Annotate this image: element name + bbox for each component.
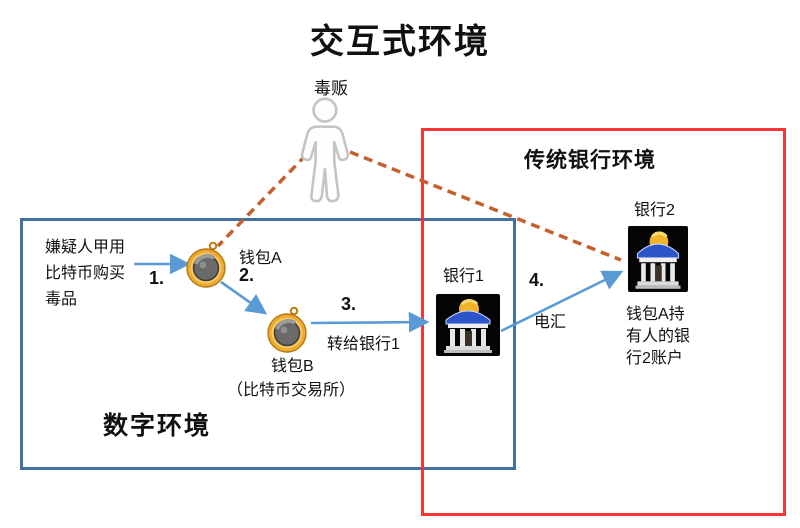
- bank1-icon: [436, 294, 500, 356]
- step-3-number: 3.: [341, 294, 357, 314]
- wallet-a-coin-icon: [185, 241, 229, 289]
- bank2-icon: [628, 226, 688, 292]
- banking-environment-label: 传统银行环境: [524, 149, 656, 172]
- page-title: 交互式环境: [310, 23, 490, 61]
- wire-transfer-label: 电汇: [534, 314, 567, 331]
- step-1-number: 1.: [149, 268, 165, 288]
- digital-environment-label: 数字环境: [103, 412, 212, 440]
- person-icon: [296, 96, 358, 206]
- dealer-label: 毒贩: [314, 79, 348, 98]
- wallet-b-coin-icon: [266, 306, 310, 354]
- bank2-label: 银行2: [634, 202, 675, 219]
- step-4-number: 4.: [529, 270, 545, 290]
- wallet-b-label: 钱包B: [271, 358, 314, 375]
- wallet-a-label: 钱包A: [239, 250, 282, 267]
- suspect-description: 嫌疑人甲用 比特币购买 毒品: [45, 239, 126, 308]
- step-2-number: 2.: [239, 265, 255, 285]
- bank1-label: 银行1: [443, 268, 484, 285]
- transfer-to-bank1-label: 转给银行1: [327, 336, 400, 353]
- bitcoin-exchange-label: （比特币交易所）: [227, 382, 356, 399]
- bank2-account-note: 钱包A持 有人的银 行2账户: [626, 306, 691, 367]
